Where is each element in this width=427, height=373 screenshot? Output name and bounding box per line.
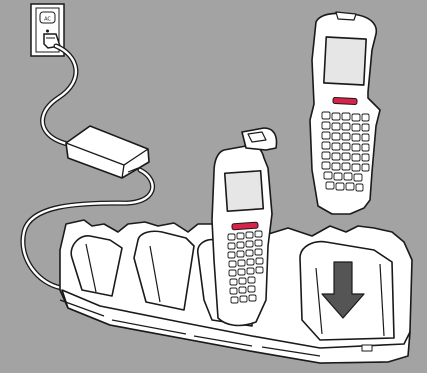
device-seated — [212, 128, 277, 325]
outlet-label: AC — [44, 17, 51, 23]
device-inserting-scan-key — [333, 97, 357, 104]
device-inserting-screen — [324, 37, 366, 85]
device-inserting — [310, 12, 380, 214]
power-supply-brick — [66, 126, 149, 178]
cradle-led-indicator — [362, 345, 372, 351]
device-seated-scan-key — [232, 222, 258, 230]
device-seated-screen — [225, 171, 264, 211]
